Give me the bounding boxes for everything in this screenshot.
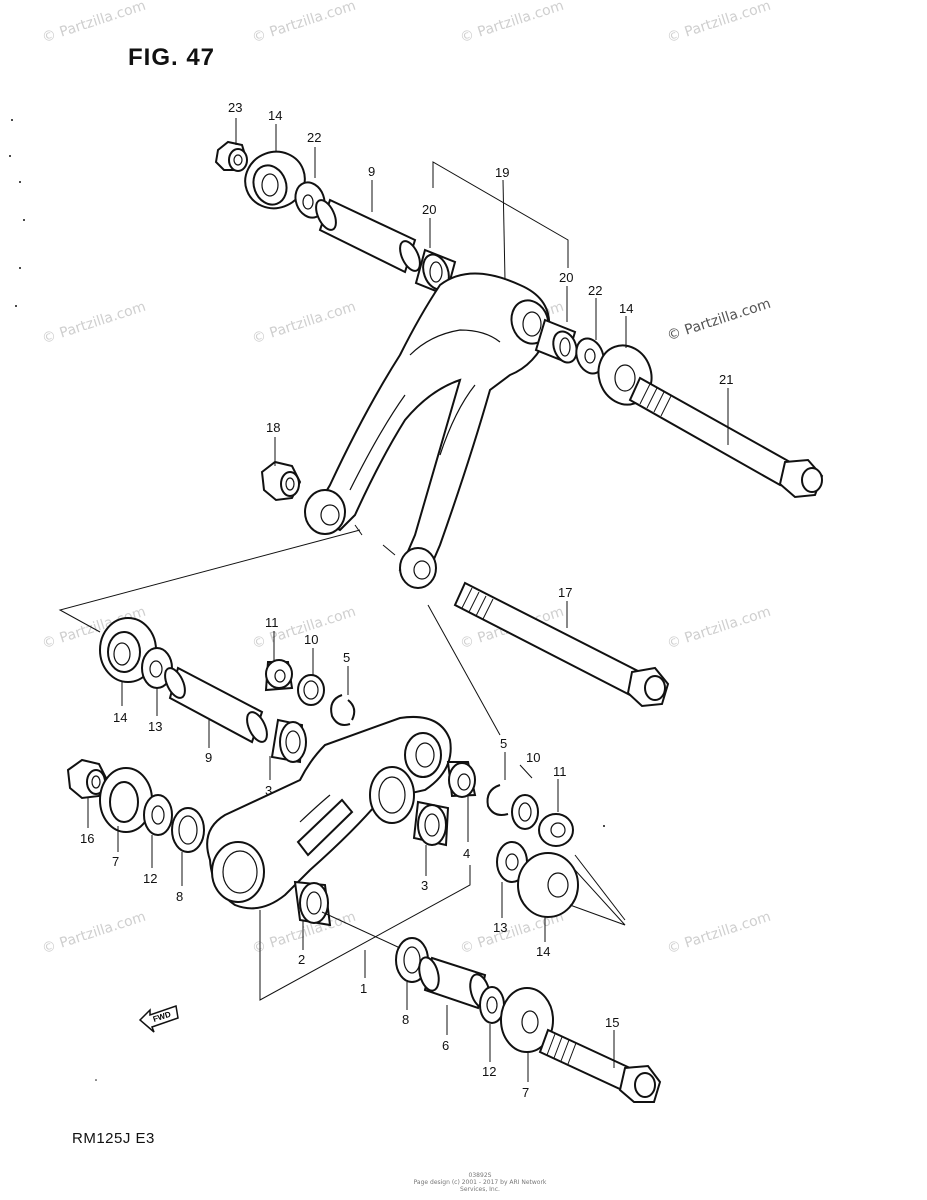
part-label: 15 — [605, 1015, 619, 1030]
figure-title: FIG. 47 — [128, 44, 216, 71]
part-10-oil-seal — [511, 794, 539, 830]
part-3-bearing — [293, 880, 332, 927]
part-label: 13 — [148, 719, 162, 734]
part-label: 11 — [553, 764, 567, 779]
part-5-circlip — [486, 784, 509, 816]
part-12-washer — [479, 986, 505, 1024]
leader-line — [321, 911, 401, 949]
part-label: 12 — [143, 871, 157, 886]
footer-credit-text: Page design (c) 2001 - 2017 by ARI Netwo… — [413, 1179, 547, 1193]
part-8-oil-seal — [171, 807, 205, 853]
part-label: 8 — [176, 889, 183, 904]
part-10-oil-seal — [297, 674, 325, 706]
part-23-nut — [214, 140, 248, 172]
part-18-nut — [260, 460, 302, 502]
part-22-washer — [575, 337, 605, 375]
part-label: 3 — [421, 878, 428, 893]
part-11-bushing — [264, 659, 294, 692]
part-7-dust-seal — [500, 987, 554, 1053]
part-21-bolt — [628, 376, 824, 499]
part-label: 19 — [495, 165, 509, 180]
part-label: 5 — [343, 650, 350, 665]
part-label: 23 — [228, 100, 242, 115]
part-12-washer — [143, 794, 173, 836]
model-code: RM125J E3 — [72, 1130, 155, 1147]
part-label: 22 — [307, 130, 321, 145]
part-20-bearing — [534, 318, 578, 364]
part-label: 21 — [719, 372, 733, 387]
part-label: 9 — [368, 164, 375, 179]
part-17-bolt — [453, 581, 670, 708]
part-label: 3 — [265, 783, 272, 798]
part-label: 20 — [559, 270, 573, 285]
part-9-spacer — [164, 666, 268, 744]
part-11-bushing — [538, 813, 574, 847]
part-label: 14 — [536, 944, 550, 959]
part-label: 14 — [619, 301, 633, 316]
leader-line — [58, 529, 361, 633]
part-19-cushion-lever-rod — [304, 272, 551, 589]
part-label: 5 — [500, 736, 507, 751]
leader-line — [519, 764, 533, 779]
part-label: 7 — [112, 854, 119, 869]
part-label: 13 — [493, 920, 507, 935]
part-4-bushing — [446, 761, 477, 798]
part-label: 9 — [205, 750, 212, 765]
part-15-bolt — [538, 1028, 662, 1103]
part-label: 1 — [360, 981, 367, 996]
part-label: 2 — [298, 952, 305, 967]
part-label: 16 — [80, 831, 94, 846]
part-label: 11 — [265, 615, 279, 630]
footer-code: 03892S — [468, 1172, 492, 1179]
part-14-dust-seal — [517, 852, 579, 918]
part-14-dust-seal — [244, 150, 306, 210]
part-label: 4 — [463, 846, 470, 861]
part-label: 10 — [526, 750, 540, 765]
fwd-arrow-icon: FWD — [138, 1005, 179, 1033]
leader-line — [432, 161, 569, 268]
part-label: 8 — [402, 1012, 409, 1027]
leader-line — [502, 179, 506, 281]
part-label: 18 — [266, 420, 280, 435]
leader-line — [354, 524, 363, 536]
leader-line — [382, 544, 396, 556]
part-3-bearing — [412, 800, 450, 847]
leader-line — [259, 865, 471, 1001]
part-label: 6 — [442, 1038, 449, 1053]
leader-line — [569, 869, 626, 926]
part-label: 22 — [588, 283, 602, 298]
label-leaders — [87, 118, 729, 1082]
part-label: 10 — [304, 632, 318, 647]
part-label: 14 — [113, 710, 127, 725]
part-label: 20 — [422, 202, 436, 217]
part-3-bearing — [270, 718, 307, 764]
part-label: 12 — [482, 1064, 496, 1079]
part-7-dust-seal — [99, 767, 153, 833]
leader-line — [574, 854, 626, 921]
part-9-spacer — [315, 198, 421, 274]
part-labels: 23 14 22 9 19 20 20 22 14 21 18 17 11 10… — [80, 100, 733, 1100]
part-16-nut — [66, 758, 109, 800]
footer-credit: 03892S Page design (c) 2001 - 2017 by AR… — [400, 1172, 560, 1193]
leader-line — [427, 604, 501, 736]
part-label: 7 — [522, 1085, 529, 1100]
part-1-cushion-lever — [206, 716, 452, 910]
part-label: 17 — [558, 585, 572, 600]
scan-specks — [9, 119, 605, 1081]
part-label: 14 — [268, 108, 282, 123]
part-5-circlip — [330, 694, 356, 726]
